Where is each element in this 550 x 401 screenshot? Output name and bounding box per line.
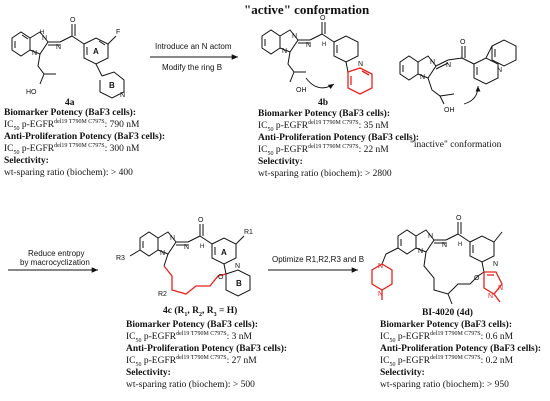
selectivity-value: wt-sparing ratio (biochem): > 500: [126, 380, 255, 390]
atom-N: N: [56, 44, 61, 51]
bio-potency-value: IC50 p-EGFRdel19 T790M C797S: 790 nM: [4, 118, 140, 132]
piperazine-highlight: [371, 263, 393, 300]
bio-potency-heading: Biomarker Potency (BaF3 cells):: [126, 320, 258, 330]
atom-N: N: [378, 291, 383, 298]
structure-4d: [381, 222, 503, 305]
atom-N: N: [418, 248, 423, 255]
anti-potency-value: IC50 p-EGFRdel19 T790M C797S: 22 nM: [258, 143, 389, 157]
atom-N: N: [306, 42, 311, 49]
anti-potency-heading: Anti-Proliferation Potency (BaF3 cells):: [258, 133, 420, 143]
atom-H: H: [458, 242, 462, 248]
atom-O: O: [460, 39, 466, 46]
selectivity-heading: Selectivity:: [258, 157, 303, 167]
ring-label-A: A: [93, 47, 99, 56]
atom-N: N: [292, 33, 297, 40]
atom-F: F: [116, 29, 120, 36]
macrocycle-linker-highlight: [163, 265, 227, 295]
atom-N: N: [235, 263, 240, 270]
compound-id: 4c (R1, R2, R3 = H): [163, 306, 238, 318]
rotation-arrow: [305, 77, 335, 90]
atom-N: N: [428, 233, 433, 240]
atom-N: N: [498, 285, 503, 292]
label-R2: R2: [158, 291, 167, 298]
bio-potency-value: IC50 p-EGFRdel19 T790M C797S: 3 nM: [126, 330, 252, 344]
atom-N: N: [160, 250, 165, 257]
ring-label-A: A: [221, 248, 227, 257]
anti-potency-heading: Anti-Proliferation Potency (BaF3 cells):: [4, 132, 166, 142]
bio-potency-heading: Biomarker Potency (BaF3 cells):: [4, 108, 136, 118]
atom-N: N: [497, 67, 502, 74]
atom-H: H: [40, 30, 44, 36]
selectivity-value: wt-sparing ratio (biochem): > 400: [4, 168, 133, 178]
structure-4c: [129, 224, 251, 297]
structure-4b: [261, 22, 359, 83]
atom-O: O: [474, 275, 480, 282]
anti-potency-heading: Anti-Proliferation Potency (BaF3 cells):: [126, 344, 288, 354]
bio-potency-heading: Biomarker Potency (BaF3 cells):: [380, 320, 512, 330]
anti-potency-value: IC50 p-EGFRdel19 T790M C797S: 0.2 nM: [380, 354, 514, 368]
atom-OH: OH: [296, 87, 307, 94]
atom-N: N: [446, 62, 451, 69]
label-R3: R3: [116, 255, 125, 262]
atom-N: N: [42, 35, 47, 42]
atom-N: N: [184, 244, 189, 251]
selectivity-heading: Selectivity:: [4, 156, 49, 166]
structure-inactive: [399, 39, 517, 105]
bio-potency-value: IC50 p-EGFRdel19 T790M C797S: 0.6 nM: [380, 330, 514, 344]
atom-H: H: [200, 244, 204, 250]
atom-N: N: [120, 92, 125, 99]
bio-potency-heading: Biomarker Potency (BaF3 cells):: [258, 109, 390, 119]
atom-OH: OH: [444, 107, 455, 114]
atom-N: N: [420, 74, 425, 81]
compound-id: BI-4020 (4d): [422, 308, 473, 318]
atom-O: O: [70, 17, 76, 24]
atom-N: N: [32, 50, 37, 57]
atom-N: N: [488, 293, 493, 300]
bio-potency-value: IC50 p-EGFRdel19 T790M C797S: 35 nM: [258, 119, 389, 133]
anti-potency-heading: Anti-Proliferation Potency (BaF3 cells):: [380, 344, 542, 354]
atom-HO: HO: [26, 89, 37, 96]
interaction-arrow: [463, 85, 481, 105]
ring-label-B: B: [236, 279, 242, 288]
ring-label-B: B: [109, 81, 115, 90]
selectivity-heading: Selectivity:: [126, 368, 171, 378]
arrow-3-label: Optimize R1,R2,R3 and B: [272, 255, 364, 264]
arrow-2-label-top: Reduce entropy: [28, 249, 84, 258]
compound-id: 4a: [65, 98, 75, 108]
selectivity-heading: Selectivity:: [380, 368, 425, 378]
atom-O: O: [218, 274, 224, 281]
inactive-conformation-caption: "inactive" conformation: [410, 140, 502, 150]
atom-O: O: [456, 215, 462, 222]
atom-O: O: [320, 15, 326, 22]
atom-N: N: [358, 61, 363, 68]
anti-potency-value: IC50 p-EGFRdel19 T790M C797S: 27 nM: [126, 354, 257, 368]
atom-N: N: [430, 59, 435, 66]
atom-N: N: [442, 242, 447, 249]
compound-id: 4b: [318, 98, 329, 108]
figure-title: "active" conformation: [244, 2, 370, 17]
atom-N: N: [378, 263, 383, 270]
selectivity-value: wt-sparing ratio (biochem): > 950: [380, 380, 509, 390]
atom-N: N: [493, 261, 498, 268]
atom-N: N: [282, 48, 287, 55]
arrow-1-label-top: Introduce an N actom: [155, 42, 232, 51]
anti-potency-value: IC50 p-EGFRdel19 T790M C797S: 300 nM: [4, 142, 140, 156]
atom-H: H: [322, 42, 326, 48]
label-R1: R1: [244, 229, 253, 236]
pyrazole-highlight: [483, 271, 503, 303]
ring-B-phenyl-highlight: [347, 67, 373, 95]
atom-N: N: [170, 235, 175, 242]
atom-O: O: [198, 217, 204, 224]
structure-4a: [11, 24, 125, 99]
arrow-2-label-bottom: by macrocyclization: [20, 258, 90, 267]
arrow-1-label-bottom: Modify the ring B: [162, 63, 222, 72]
selectivity-value: wt-sparing ratio (biochem): > 2800: [258, 169, 392, 179]
